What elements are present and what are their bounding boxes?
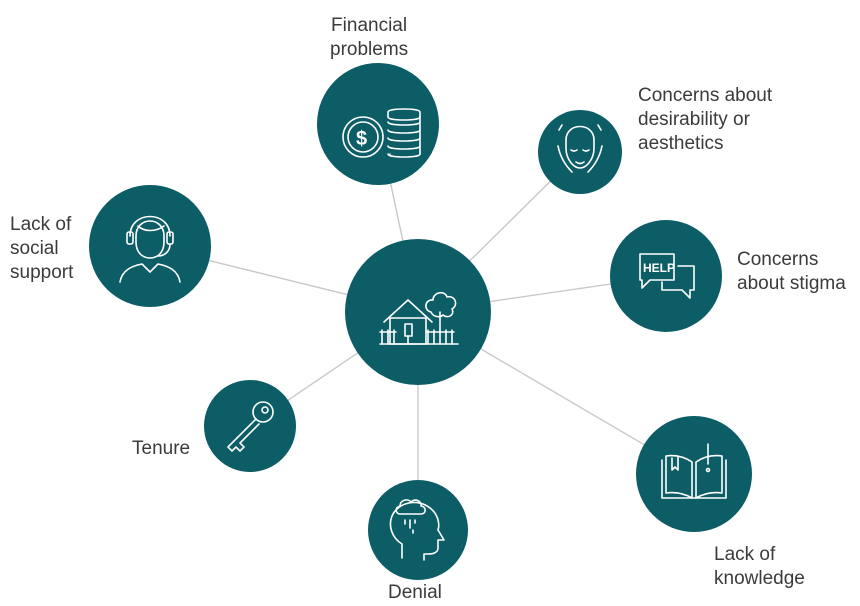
label-knowledge: Lack of knowledge — [714, 544, 805, 589]
node-tenure — [204, 380, 296, 472]
label-financial: Financial problems — [330, 15, 409, 60]
label-desirability: Concerns about desirability or aesthetic… — [638, 85, 773, 154]
help-speech-bubbles-icon: HELP — [639, 253, 695, 299]
label-tenure: Tenure — [132, 438, 191, 459]
node-stigma: HELP — [610, 220, 722, 332]
person-headset-icon — [119, 215, 181, 283]
head-rain-cloud-icon — [389, 499, 445, 561]
svg-text:$: $ — [356, 128, 367, 150]
coins-dollar-icon: $ — [342, 108, 421, 158]
help-bubble-text: HELP — [643, 261, 675, 275]
label-denial: Denial — [388, 582, 442, 603]
center-node — [345, 239, 491, 385]
face-hands-icon — [557, 124, 603, 173]
label-social: Lack of social support — [10, 214, 74, 283]
label-stigma: Concerns about stigma — [737, 249, 846, 294]
node-social — [89, 185, 211, 307]
node-financial: $ — [317, 63, 439, 185]
open-book-exclamation-icon — [661, 443, 727, 499]
node-denial — [368, 480, 468, 580]
house-with-tree-icon — [379, 291, 459, 345]
node-desirability — [538, 110, 622, 194]
key-icon — [227, 401, 274, 452]
node-knowledge — [636, 416, 752, 532]
